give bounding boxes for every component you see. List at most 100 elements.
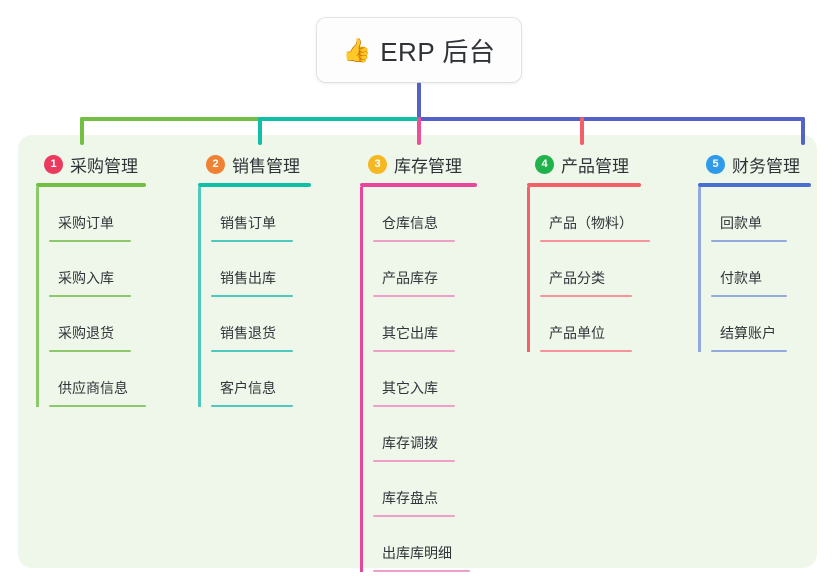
branch-item[interactable]: 出库库明细: [360, 517, 477, 572]
branch-item-underline: [373, 570, 470, 572]
branch-number-badge: 2: [206, 154, 225, 174]
branch-item-label: 产品单位: [549, 325, 605, 341]
branch-item-label: 产品（物料）: [549, 215, 633, 231]
branch-number-badge: 3: [368, 154, 387, 174]
branch-header-1[interactable]: 1 采购管理: [36, 146, 146, 182]
branch-item[interactable]: 产品库存: [360, 242, 477, 297]
branch-item[interactable]: 产品分类: [527, 242, 641, 297]
branch-item-underline: [373, 350, 455, 352]
thumbs-up-icon: 👍: [342, 36, 372, 63]
branch-item-list: 仓库信息产品库存其它出库其它入库库存调拨库存盘点出库库明细: [360, 187, 477, 572]
branch-header-underline: [698, 183, 811, 187]
branch-item-label: 产品分类: [549, 270, 605, 286]
branch-item-list: 回款单付款单结算账户: [698, 187, 811, 352]
branch-item-list: 销售订单销售出库销售退货客户信息: [198, 187, 311, 407]
branch-item-label: 库存调拨: [382, 435, 438, 451]
branch-item-label: 其它入库: [382, 380, 438, 396]
branch-item[interactable]: 库存盘点: [360, 462, 477, 517]
branch-item-label: 付款单: [720, 270, 762, 286]
branch-spine: [360, 187, 363, 572]
branch-item[interactable]: 其它出库: [360, 297, 477, 352]
branch-item-label: 仓库信息: [382, 215, 438, 231]
branch-item[interactable]: 付款单: [698, 242, 811, 297]
branch-item[interactable]: 采购退货: [36, 297, 146, 352]
drop-connector-2: [258, 117, 262, 145]
branch-title: 财务管理: [732, 156, 800, 176]
branch-item-underline: [211, 240, 293, 242]
branch-item-label: 采购订单: [58, 215, 114, 231]
branch-spine: [198, 187, 201, 407]
root-node[interactable]: 👍 ERP 后台: [317, 18, 521, 82]
branch-item-underline: [211, 350, 293, 352]
branch-header-5[interactable]: 5 财务管理: [698, 146, 811, 182]
branch-item-list: 产品（物料） 产品分类产品单位: [527, 187, 650, 352]
branch-title: 采购管理: [70, 156, 138, 176]
branch-item[interactable]: 回款单: [698, 187, 811, 242]
branch-item-underline: [49, 295, 131, 297]
branch-item[interactable]: 销售退货: [198, 297, 311, 352]
branch-item[interactable]: 采购入库: [36, 242, 146, 297]
branch-column-5: 5 财务管理回款单付款单结算账户: [698, 146, 811, 352]
connector-bar-green: [80, 117, 260, 121]
branch-item[interactable]: 客户信息: [198, 352, 311, 407]
branch-header-underline: [198, 183, 311, 187]
branch-spine: [698, 187, 701, 352]
branch-column-3: 3 库存管理仓库信息产品库存其它出库其它入库库存调拨库存盘点出库库明细: [360, 146, 477, 572]
branch-item-label: 其它出库: [382, 325, 438, 341]
branch-item-underline: [211, 405, 293, 407]
branch-item-underline: [373, 515, 455, 517]
drop-connector-4: [580, 117, 584, 145]
branch-item-underline: [49, 350, 131, 352]
branch-item-underline: [540, 350, 632, 352]
branch-item-underline: [373, 240, 455, 242]
branch-item[interactable]: 采购订单: [36, 187, 146, 242]
drop-connector-3: [417, 117, 421, 145]
branch-item[interactable]: 产品（物料）: [527, 187, 650, 242]
branch-item-label: 销售退货: [220, 325, 276, 341]
branch-item-underline: [373, 295, 455, 297]
branch-item[interactable]: 仓库信息: [360, 187, 477, 242]
branch-item-label: 库存盘点: [382, 490, 438, 506]
branch-item-underline: [373, 460, 455, 462]
branch-header-3[interactable]: 3 库存管理: [360, 146, 477, 182]
branch-title: 产品管理: [561, 156, 629, 176]
branch-item[interactable]: 销售订单: [198, 187, 311, 242]
branch-item-label: 出库库明细: [382, 545, 452, 561]
branch-item-label: 销售出库: [220, 270, 276, 286]
root-node-title: ERP 后台: [380, 36, 496, 67]
branch-item-underline: [49, 405, 146, 407]
branch-item-label: 回款单: [720, 215, 762, 231]
branch-item-underline: [373, 405, 455, 407]
branch-spine: [527, 187, 530, 352]
branch-number-badge: 1: [44, 154, 63, 174]
branch-item[interactable]: 其它入库: [360, 352, 477, 407]
branch-item-label: 客户信息: [220, 380, 276, 396]
branch-item-underline: [49, 240, 131, 242]
branch-item[interactable]: 库存调拨: [360, 407, 477, 462]
drop-connector-5: [801, 117, 805, 145]
branch-header-underline: [360, 183, 477, 187]
branch-item-underline: [540, 295, 632, 297]
branch-item-label: 结算账户: [720, 325, 776, 341]
branch-item-underline: [711, 350, 787, 352]
connector-bar-blue: [417, 117, 805, 121]
branch-item-underline: [711, 295, 787, 297]
branch-number-badge: 5: [706, 154, 725, 174]
branch-item[interactable]: 供应商信息: [36, 352, 146, 407]
branch-header-underline: [527, 183, 641, 187]
branch-title: 库存管理: [394, 156, 462, 176]
branch-item-label: 产品库存: [382, 270, 438, 286]
branch-item-underline: [211, 295, 293, 297]
branch-item-label: 供应商信息: [58, 380, 128, 396]
branch-item[interactable]: 产品单位: [527, 297, 641, 352]
branch-item-underline: [711, 240, 787, 242]
connector-bar-teal: [258, 117, 421, 121]
branch-item-label: 销售订单: [220, 215, 276, 231]
branch-item-underline: [540, 240, 650, 242]
branch-item[interactable]: 销售出库: [198, 242, 311, 297]
branch-item-label: 采购退货: [58, 325, 114, 341]
branch-item[interactable]: 结算账户: [698, 297, 811, 352]
